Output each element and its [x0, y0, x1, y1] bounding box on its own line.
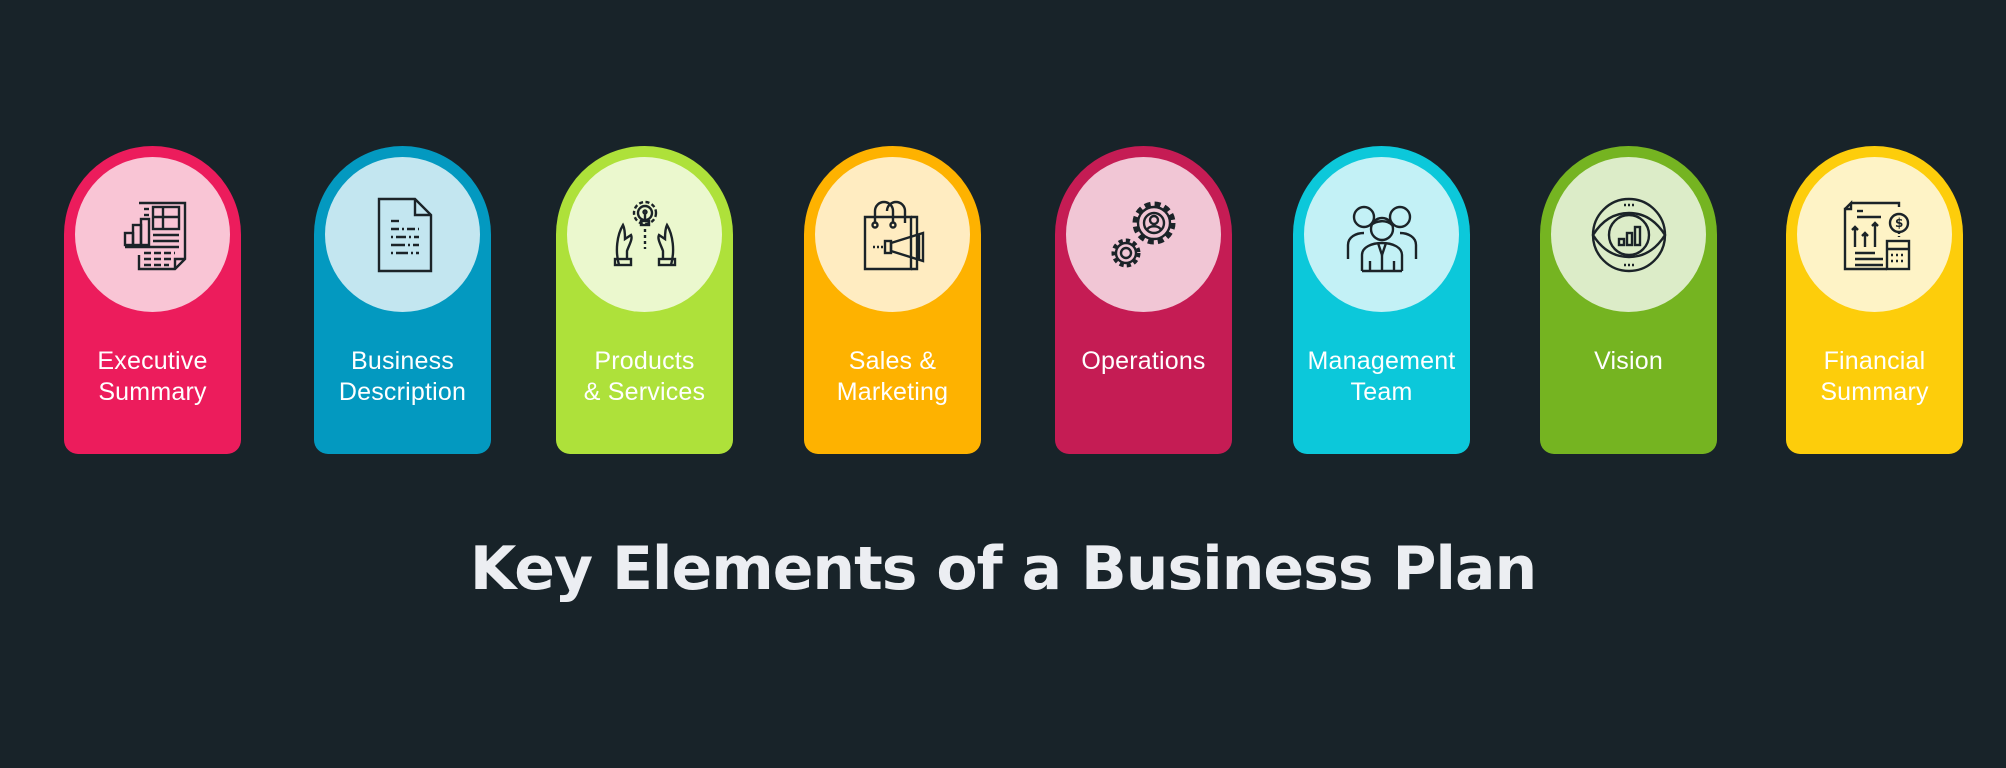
card-vision: Vision	[1540, 146, 1717, 454]
page-title: Key Elements of a Business Plan	[469, 534, 1537, 604]
label-line-2: Summary	[1820, 378, 1929, 406]
label-line-1: Products	[594, 347, 695, 375]
gears-user-icon	[1111, 201, 1175, 267]
label-line-1: Financial	[1823, 347, 1926, 375]
icon-circle: $	[1797, 157, 1952, 312]
idea-hands-icon	[613, 200, 676, 266]
financial-report-icon: $	[1843, 199, 1910, 270]
team-icon	[1346, 205, 1417, 272]
card-sales-marketing: Sales & Marketing	[804, 146, 981, 454]
card-label: Products & Services	[556, 346, 733, 408]
icon-circle	[567, 157, 722, 312]
eye-chart-icon	[1591, 197, 1666, 272]
card-products-services: Products & Services	[556, 146, 733, 454]
label-line-2: Summary	[98, 378, 207, 406]
icon-circle	[1304, 157, 1459, 312]
icon-circle	[815, 157, 970, 312]
card-label: Sales & Marketing	[804, 346, 981, 408]
label-line-1: Executive	[97, 347, 208, 375]
icon-circle	[325, 157, 480, 312]
icon-circle	[1066, 157, 1221, 312]
label-line-1: Sales &	[848, 347, 937, 375]
label-line-2: Marketing	[836, 378, 949, 406]
label-line-1: Operations	[1081, 347, 1206, 375]
card-label: Operations	[1055, 346, 1232, 377]
icon-circle	[1551, 157, 1706, 312]
card-operations: Operations	[1055, 146, 1232, 454]
label-line-1: Business	[350, 347, 455, 375]
label-line-2: Description	[338, 378, 467, 406]
report-chart-icon	[123, 201, 186, 270]
label-line-2: & Services	[583, 378, 706, 406]
label-line-1: Vision	[1594, 347, 1663, 375]
svg-text:$: $	[1895, 216, 1903, 230]
icon-circle	[75, 157, 230, 312]
label-line-1: Management	[1307, 347, 1456, 375]
document-icon	[377, 197, 432, 272]
card-label: Vision	[1540, 346, 1717, 377]
label-line-2: Team	[1350, 378, 1413, 406]
bag-megaphone-icon	[863, 200, 924, 270]
